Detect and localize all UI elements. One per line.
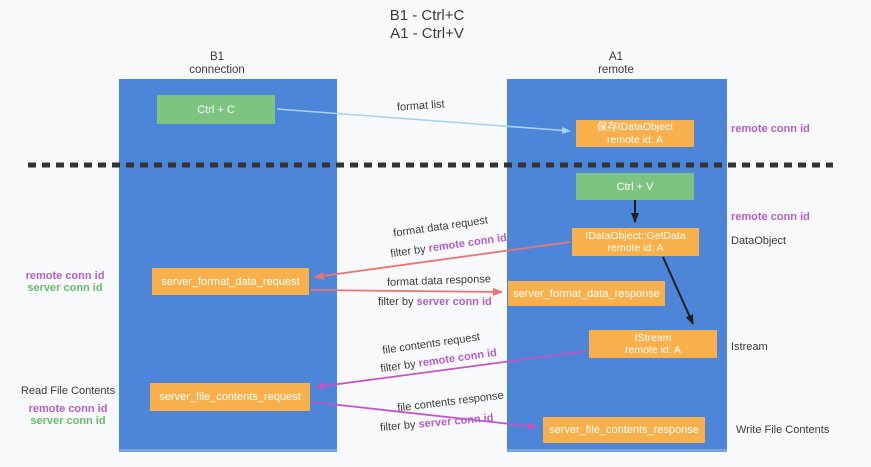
server-format-data-response-box: server_format_data_response xyxy=(508,281,665,306)
server-conn-id-text: server conn id xyxy=(416,296,492,308)
istream-box: IStream remote id: A xyxy=(589,330,717,358)
server-file-contents-response-box: server_file_contents_response xyxy=(543,417,705,443)
arrow-file-contents-response xyxy=(311,401,538,430)
filter-by-text: filter by xyxy=(378,296,414,308)
save-dataobject-line1: 保存IDataObject xyxy=(596,121,674,133)
lane-b1-type: connection xyxy=(189,64,245,76)
arrow-file-contents-request xyxy=(315,350,588,390)
server-format-data-request-box: server_format_data_request xyxy=(152,268,309,295)
format-response-filter-label: filter by server conn id xyxy=(378,296,492,309)
arrow-format-data-response xyxy=(310,287,503,296)
server-conn-id-annotation-bottom: server conn id xyxy=(30,415,106,427)
read-file-contents-annotation: Read File Contents xyxy=(20,385,116,397)
filter-by-text: filter by xyxy=(379,418,417,434)
write-file-contents-annotation: Write File Contents xyxy=(736,424,830,436)
arrow-format-list xyxy=(276,108,571,134)
remote-conn-id-annotation-mid: remote conn id xyxy=(731,211,810,223)
istream-line2: remote id: A xyxy=(624,344,682,356)
istream-annotation: Istream xyxy=(731,341,768,353)
remote-conn-id-annotation-bottom: remote conn id xyxy=(28,403,108,415)
remote-conn-id-annotation-top: remote conn id xyxy=(731,123,810,135)
title-line-2: A1 - Ctrl+V xyxy=(390,25,464,42)
server-file-contents-request-box: server_file_contents_request xyxy=(150,383,310,411)
arrow-getdata-to-istream xyxy=(662,256,694,325)
lane-a1-type: remote xyxy=(598,64,634,76)
ctrl-v-box: Ctrl + V xyxy=(576,173,694,200)
ctrl-c-box: Ctrl + C xyxy=(157,95,275,124)
dataobject-annotation: DataObject xyxy=(731,235,787,247)
lane-b1-name: B1 xyxy=(209,51,225,63)
istream-line1: IStream xyxy=(634,331,672,344)
lane-a1-name: A1 xyxy=(608,51,624,63)
lane-header-a1: A1 remote xyxy=(546,51,686,77)
lane-header-b1: B1 connection xyxy=(147,51,287,77)
save-dataobject-line2: remote id: A xyxy=(606,133,664,146)
idataobject-getdata-box: IDataObject::GetData remote id: A xyxy=(572,228,699,256)
diagram-title: B1 - Ctrl+C A1 - Ctrl+V xyxy=(0,7,854,43)
getdata-line2: remote id: A xyxy=(607,242,664,254)
save-dataobject-box: 保存IDataObject remote id: A xyxy=(576,120,694,147)
title-line-1: B1 - Ctrl+C xyxy=(389,7,465,24)
arrow-format-data-request xyxy=(314,241,571,280)
server-conn-id-annotation-left: server conn id xyxy=(27,282,103,294)
remote-conn-id-annotation-left: remote conn id xyxy=(25,270,105,282)
getdata-line1: IDataObject::GetData xyxy=(585,229,686,242)
